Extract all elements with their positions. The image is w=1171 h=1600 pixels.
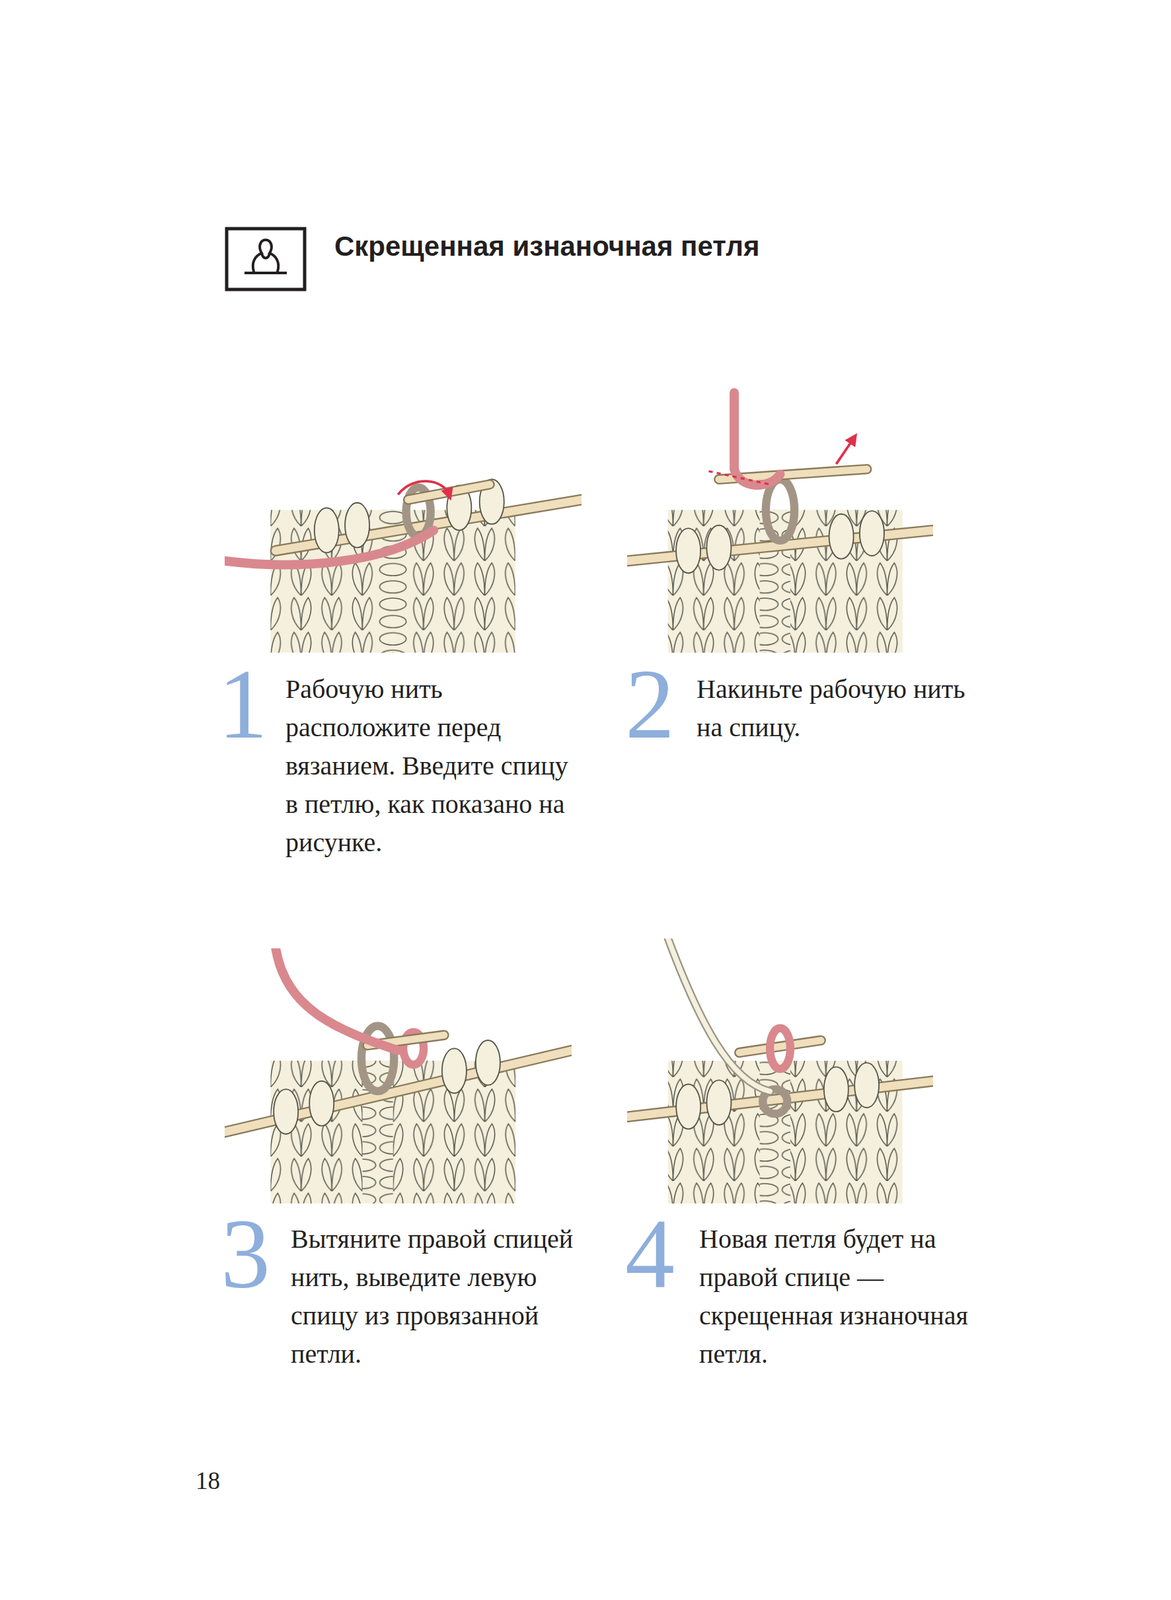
step-number: 1 — [218, 654, 268, 754]
page-number: 18 — [195, 1468, 221, 1493]
step-text: Вытяните правой спицей нить, выведите ле… — [290, 1219, 582, 1374]
knitting-illustration — [224, 387, 582, 653]
step-text: Накиньте рабочую нить на спицу. — [696, 670, 975, 747]
step-text: Рабочую нить расположите перед вязанием.… — [285, 670, 587, 862]
step-number: 3 — [220, 1204, 271, 1304]
knitting-illustration — [224, 948, 572, 1204]
step-text: Новая петля будет на правой спице — скре… — [699, 1219, 990, 1374]
knitting-illustration — [627, 387, 934, 653]
page-title: Скрещенная изнаночная петля — [334, 229, 760, 264]
step-number: 2 — [625, 654, 675, 754]
step-number: 4 — [625, 1204, 675, 1304]
knitting-illustration — [627, 938, 934, 1204]
symbol-icon — [224, 226, 307, 292]
